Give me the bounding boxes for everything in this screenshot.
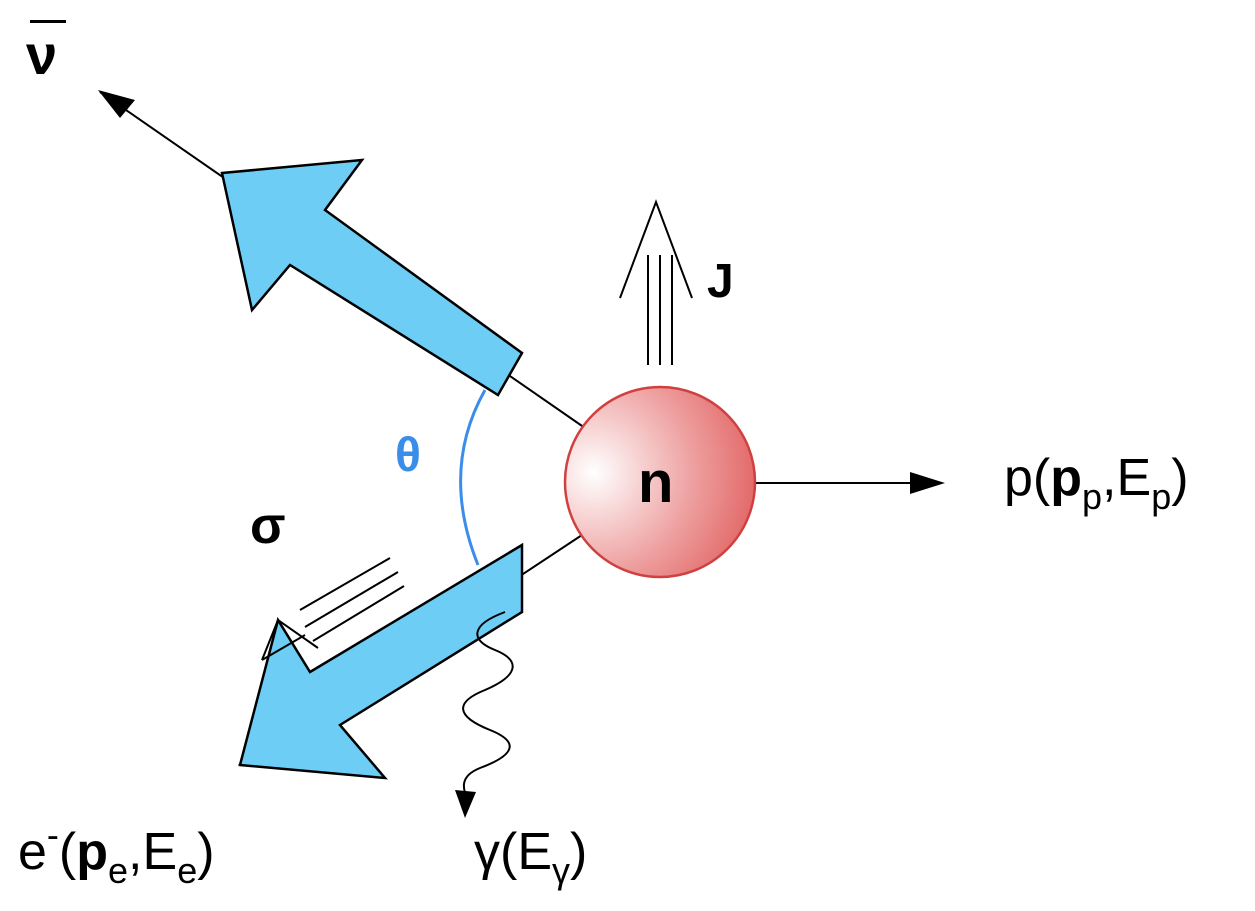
polarization-arrow bbox=[261, 557, 405, 661]
proton-momentum-symbol: p bbox=[1050, 449, 1083, 507]
electron-momentum-symbol: p bbox=[76, 823, 109, 881]
electron-close-paren: ) bbox=[197, 823, 215, 881]
electron-momentum-subscript: e bbox=[108, 850, 129, 891]
spin-arrow bbox=[619, 199, 693, 365]
proton-comma: , bbox=[1102, 449, 1117, 507]
electron-label: e-(pe,Ee) bbox=[18, 817, 215, 889]
antineutrino-symbol: ν bbox=[26, 23, 58, 86]
electron-block-arrow bbox=[238, 542, 524, 780]
proton-energy-symbol: E bbox=[1116, 449, 1152, 507]
spin-label: J bbox=[707, 258, 734, 306]
electron-comma: , bbox=[128, 823, 143, 881]
angle-arc bbox=[459, 389, 487, 566]
proton-close-paren: ) bbox=[1171, 449, 1189, 507]
photon-energy-subscript: γ bbox=[552, 850, 571, 891]
photon-symbol: γ bbox=[474, 823, 500, 881]
gamma-wavy-line bbox=[462, 611, 514, 801]
spin-symbol: J bbox=[707, 255, 734, 308]
photon-energy-symbol: E bbox=[517, 823, 553, 881]
proton-label: p(pp,Ep) bbox=[1004, 449, 1189, 515]
antineutrino-label: ν bbox=[26, 20, 66, 83]
neutron-label: n bbox=[638, 454, 673, 512]
electron-energy-symbol: E bbox=[142, 823, 178, 881]
neutron-symbol: n bbox=[638, 450, 674, 515]
photon-open-paren: ( bbox=[500, 823, 518, 881]
electron-energy-subscript: e bbox=[177, 850, 198, 891]
proton-symbol: p bbox=[1004, 449, 1033, 507]
polarization-symbol: σ bbox=[250, 497, 286, 555]
angle-label: θ bbox=[395, 432, 421, 480]
gamma-arrowhead bbox=[455, 790, 476, 818]
electron-open-paren: ( bbox=[58, 823, 77, 881]
proton-arrowhead bbox=[910, 472, 945, 494]
antineutrino-block-arrow bbox=[220, 158, 524, 397]
proton-momentum-subscript: p bbox=[1082, 476, 1103, 517]
photon-close-paren: ) bbox=[570, 823, 588, 881]
antineutrino-overbar bbox=[30, 20, 66, 23]
electron-charge: - bbox=[46, 814, 59, 855]
proton-open-paren: ( bbox=[1032, 449, 1051, 507]
proton-energy-subscript: p bbox=[1151, 476, 1172, 517]
neutron-sphere bbox=[563, 385, 757, 579]
photon-label: γ(Eγ) bbox=[474, 823, 588, 889]
antineutrino-arrowhead bbox=[98, 90, 135, 118]
electron-symbol: e bbox=[18, 823, 47, 881]
angle-symbol: θ bbox=[395, 429, 421, 482]
polarization-label: σ bbox=[250, 500, 286, 552]
